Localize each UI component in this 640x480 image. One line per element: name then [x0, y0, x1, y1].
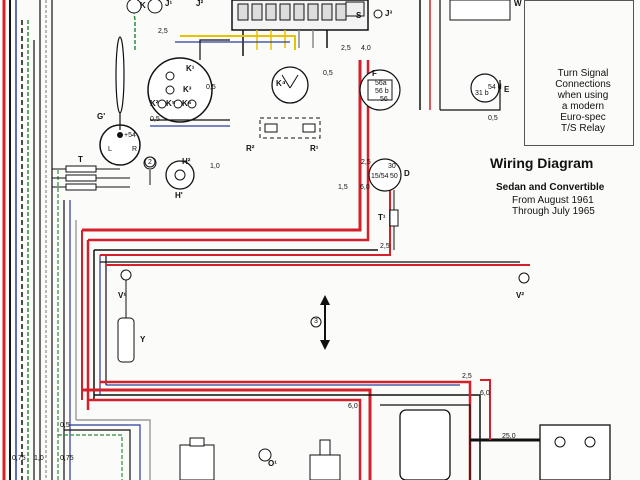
label-e: E	[504, 85, 510, 94]
bottom-components	[179, 409, 611, 480]
label-circle-2: 2	[148, 159, 152, 166]
headlight-switch-s	[345, 1, 365, 17]
gauge-label: 0,75	[60, 455, 74, 462]
gauge-label: 2,5	[380, 243, 390, 250]
label-d: D	[404, 169, 410, 178]
label-j1: J¹	[165, 0, 173, 8]
gauge-label: 0,5	[323, 70, 333, 77]
label-circle-3: 3	[314, 318, 318, 325]
label-s: S	[356, 11, 362, 20]
label-k5: K⁵	[166, 99, 176, 108]
terminal-label: 56	[380, 96, 388, 103]
gauge-label: 25,0	[502, 433, 516, 440]
label-f: F	[372, 69, 377, 78]
label-h1: H'	[175, 191, 183, 200]
upper-right-components	[419, 0, 511, 111]
inset-line: a modern	[561, 101, 605, 112]
diagram-subtitle: Sedan and Convertible	[496, 182, 605, 193]
gauge-label: 0,75	[12, 455, 26, 462]
top-connectors	[126, 0, 383, 19]
label-k2: K²	[150, 99, 159, 108]
terminal-label: 56 b	[375, 88, 389, 95]
date-through: Through July 1965	[512, 206, 595, 217]
turn-signals	[120, 269, 530, 284]
instrument-cluster	[147, 39, 230, 127]
component-y	[117, 280, 135, 363]
turn-signal-inset: Turn Signal Connections when using a mod…	[524, 0, 634, 146]
inset-caption: Turn Signal Connections when using a mod…	[541, 68, 625, 134]
label-k4: K⁴	[276, 79, 286, 88]
terminal-label: 56a	[375, 80, 387, 87]
fuel-gauge-k4	[259, 66, 321, 139]
label-y: Y	[140, 335, 146, 344]
terminal-label: +54	[124, 132, 136, 139]
gauge-label: 6,0	[348, 403, 358, 410]
inline-fuse-t1	[389, 190, 399, 250]
label-o1: O¹	[268, 459, 277, 468]
gauge-label: 1,5	[338, 184, 348, 191]
diagram-title: Wiring Diagram	[490, 155, 594, 171]
terminal-label: R	[132, 146, 138, 153]
gauge-label: 0,5	[488, 115, 498, 122]
inset-line: when using	[557, 90, 609, 101]
gauge-label: 6,0	[480, 390, 490, 397]
gauge-label: 2,5	[462, 373, 472, 380]
label-j3: J³	[385, 9, 393, 18]
gauge-label: 1,0	[34, 455, 44, 462]
label-v1: V¹	[118, 291, 126, 300]
fuse-box	[175, 0, 369, 56]
gauge-label: 6,0	[360, 184, 370, 191]
terminal-label: 31 b	[475, 90, 489, 97]
left-harness	[2, 0, 53, 480]
label-v2: V²	[516, 291, 524, 300]
label-r1: R¹	[310, 144, 319, 153]
inset-line: Turn Signal	[557, 68, 609, 79]
label-h2: H²	[182, 157, 191, 166]
turn-signal-relay-f	[359, 69, 401, 111]
ignition-lock-g	[99, 12, 141, 166]
lower-harness	[58, 380, 481, 480]
terminal-block-t	[52, 165, 130, 191]
main-red-bus	[82, 60, 530, 266]
label-j2: J²	[196, 0, 204, 8]
arrow-3	[310, 295, 330, 350]
inset-line: Connections	[555, 79, 611, 90]
arrow-2	[144, 156, 156, 168]
terminal-label: L	[108, 146, 112, 153]
terminal-label: 30	[388, 163, 396, 170]
starter-terminal-d	[368, 158, 402, 192]
label-w: W	[514, 0, 522, 8]
diagram-date-range: From August 1961 Through July 1965	[512, 195, 595, 217]
gauge-label: 1,0	[210, 163, 220, 170]
gauge-label: 4,0	[361, 45, 371, 52]
label-k3: K³	[183, 85, 192, 94]
terminal-label: 15/54	[371, 173, 389, 180]
gauge-label: 0,5	[206, 84, 216, 91]
terminal-label: 54 d	[488, 84, 502, 91]
label-k1: K¹	[186, 64, 195, 73]
date-from: From August 1961	[512, 195, 594, 206]
inset-line: T/S Relay	[561, 123, 605, 134]
gauge-label: 2,5	[341, 45, 351, 52]
gauge-label: 0,5	[150, 116, 160, 123]
terminal-label: 50	[390, 173, 398, 180]
label-k6: K⁶	[182, 99, 192, 108]
label-t: T	[78, 155, 83, 164]
inset-line: Euro-spec	[560, 112, 606, 123]
gauge-label: 2,5	[158, 28, 168, 35]
gauge-label: 2,5	[361, 159, 371, 166]
battery-feed	[470, 379, 540, 442]
left-harness-inner	[57, 170, 107, 480]
label-k: K	[140, 1, 146, 10]
gauge-label: 0,5	[60, 422, 70, 429]
label-r2: R²	[246, 144, 255, 153]
label-g: G'	[97, 112, 106, 121]
label-t1: T¹	[378, 213, 386, 222]
